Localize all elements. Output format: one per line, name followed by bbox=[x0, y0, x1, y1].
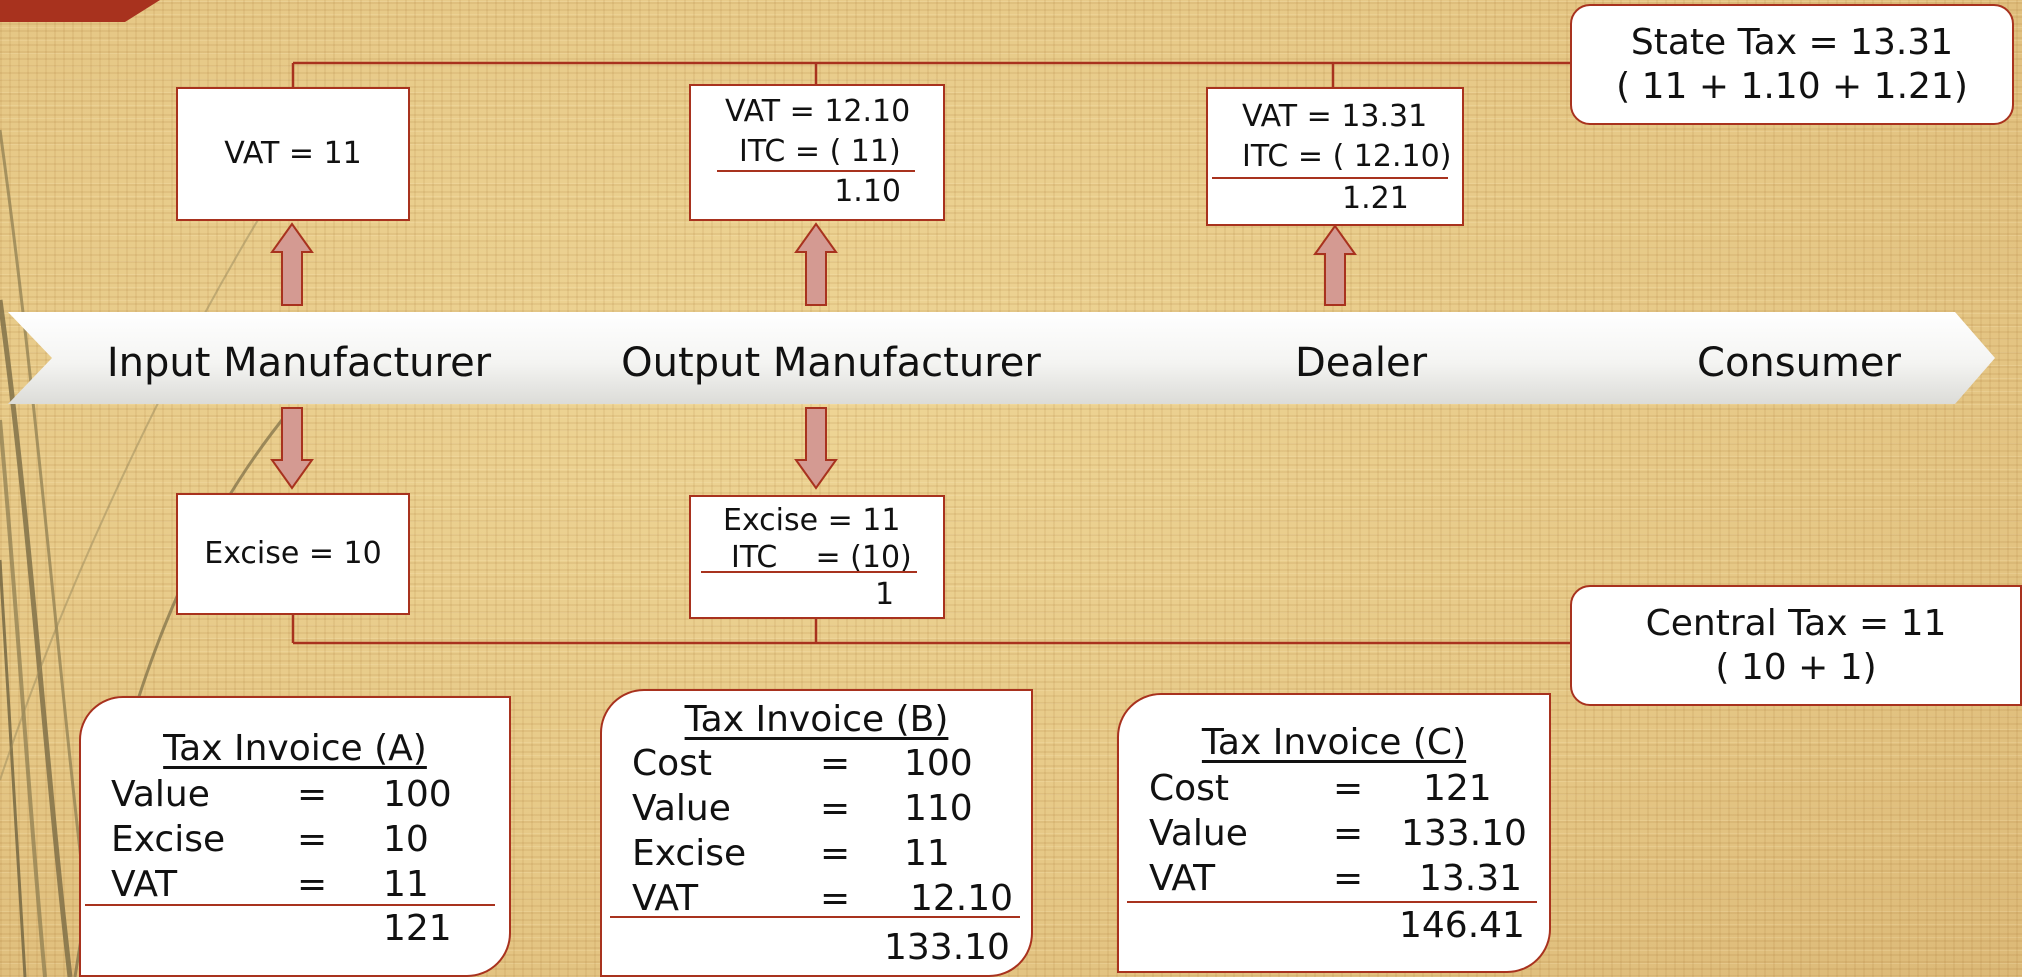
invoice-c-value: 13.31 bbox=[1419, 856, 1522, 901]
invoice-a-title: Tax Invoice (A) bbox=[81, 726, 509, 771]
down-arrow-output bbox=[796, 408, 836, 488]
vat-box-input: VAT = 11 bbox=[176, 87, 410, 221]
central-tax-total: Central Tax = 11 bbox=[1646, 602, 1947, 646]
invoice-a-label: Excise bbox=[111, 817, 225, 862]
invoice-c-title: Tax Invoice (C) bbox=[1119, 720, 1549, 765]
invoice-b-value: 100 bbox=[904, 741, 973, 786]
invoice-a-eq: = bbox=[297, 772, 327, 817]
tax-invoice-c: Tax Invoice (C) Cost = 121 Value = 133.1… bbox=[1117, 693, 1551, 973]
corner-accent bbox=[0, 0, 160, 22]
state-tax-total: State Tax = 13.31 bbox=[1631, 21, 1953, 65]
invoice-b-eq: = bbox=[820, 741, 850, 786]
invoice-c-eq: = bbox=[1333, 811, 1363, 856]
excise-output-rule bbox=[701, 571, 917, 573]
tax-invoice-a: Tax Invoice (A) Value = 100 Excise = 10 … bbox=[79, 696, 511, 977]
stage-input-manufacturer: Input Manufacturer bbox=[107, 340, 491, 386]
invoice-a-row: Excise = 10 bbox=[111, 817, 491, 862]
up-arrow-input bbox=[272, 224, 312, 305]
invoice-b-eq: = bbox=[820, 876, 850, 921]
invoice-c-value: 133.10 bbox=[1401, 811, 1527, 856]
stage-consumer: Consumer bbox=[1697, 340, 1901, 386]
vat-dealer-rule bbox=[1212, 177, 1448, 179]
vat-dealer-vat: VAT = 13.31 bbox=[1242, 99, 1427, 135]
vat-dealer-net: 1.21 bbox=[1342, 181, 1409, 217]
invoice-a-label: Value bbox=[111, 772, 210, 817]
down-arrows bbox=[272, 408, 836, 488]
central-tax-box: Central Tax = 11 ( 10 + 1) bbox=[1570, 585, 2022, 706]
central-tax-breakdown: ( 10 + 1) bbox=[1715, 646, 1876, 690]
invoice-c-label: Value bbox=[1149, 811, 1248, 856]
invoice-b-eq: = bbox=[820, 786, 850, 831]
vat-input-value: VAT = 11 bbox=[224, 136, 362, 172]
invoice-c-row: Value = 133.10 bbox=[1149, 811, 1539, 856]
invoice-c-row: Cost = 121 bbox=[1149, 766, 1539, 811]
up-arrows bbox=[272, 224, 1355, 305]
invoice-c-value: 121 bbox=[1423, 766, 1492, 811]
state-tax-box: State Tax = 13.31 ( 11 + 1.10 + 1.21) bbox=[1570, 4, 2014, 125]
excise-box-input: Excise = 10 bbox=[176, 493, 410, 615]
invoice-a-eq: = bbox=[297, 817, 327, 862]
invoice-b-row: Cost = 100 bbox=[632, 741, 1022, 786]
invoice-b-label: VAT bbox=[632, 876, 698, 921]
invoice-b-rule bbox=[610, 916, 1020, 918]
invoice-a-eq: = bbox=[297, 862, 327, 907]
invoice-a-total: 121 bbox=[383, 906, 452, 951]
state-tax-breakdown: ( 11 + 1.10 + 1.21) bbox=[1616, 65, 1968, 109]
vat-output-rule bbox=[717, 170, 915, 172]
tax-invoice-b: Tax Invoice (B) Cost = 100 Value = 110 E… bbox=[600, 689, 1033, 977]
up-arrow-output bbox=[796, 224, 836, 305]
invoice-b-label: Cost bbox=[632, 741, 712, 786]
invoice-b-row: Excise = 11 bbox=[632, 831, 1022, 876]
vat-output-itc: ITC = ( 11) bbox=[739, 134, 901, 170]
invoice-a-value: 10 bbox=[383, 817, 429, 862]
excise-box-output: Excise = 11 ITC = (10) 1 bbox=[689, 495, 945, 619]
invoice-b-label: Excise bbox=[632, 831, 746, 876]
invoice-b-value: 12.10 bbox=[910, 876, 1013, 921]
invoice-b-total: 133.10 bbox=[884, 925, 1010, 970]
invoice-c-row: VAT = 13.31 bbox=[1149, 856, 1539, 901]
invoice-b-value: 11 bbox=[904, 831, 950, 876]
invoice-a-label: VAT bbox=[111, 862, 177, 907]
excise-input-value: Excise = 10 bbox=[204, 536, 381, 572]
down-arrow-input bbox=[272, 408, 312, 488]
excise-output-excise: Excise = 11 bbox=[723, 503, 900, 539]
invoice-b-row: VAT = 12.10 bbox=[632, 876, 1022, 921]
excise-output-net: 1 bbox=[875, 577, 894, 613]
central-tax-connector bbox=[293, 615, 1572, 643]
invoice-b-eq: = bbox=[820, 831, 850, 876]
vat-box-dealer: VAT = 13.31 ITC = ( 12.10) 1.21 bbox=[1206, 87, 1464, 226]
stage-output-manufacturer: Output Manufacturer bbox=[621, 340, 1041, 386]
invoice-a-value: 11 bbox=[383, 862, 429, 907]
invoice-b-title: Tax Invoice (B) bbox=[602, 697, 1031, 742]
invoice-b-label: Value bbox=[632, 786, 731, 831]
invoice-a-value: 100 bbox=[383, 772, 452, 817]
invoice-c-label: VAT bbox=[1149, 856, 1215, 901]
vat-box-output: VAT = 12.10 ITC = ( 11) 1.10 bbox=[689, 84, 945, 221]
vat-dealer-itc: ITC = ( 12.10) bbox=[1242, 139, 1451, 175]
invoice-c-eq: = bbox=[1333, 766, 1363, 811]
invoice-c-eq: = bbox=[1333, 856, 1363, 901]
invoice-b-value: 110 bbox=[904, 786, 973, 831]
stage-dealer: Dealer bbox=[1295, 340, 1427, 386]
invoice-b-row: Value = 110 bbox=[632, 786, 1022, 831]
invoice-a-row: Value = 100 bbox=[111, 772, 491, 817]
invoice-c-label: Cost bbox=[1149, 766, 1229, 811]
vat-output-vat: VAT = 12.10 bbox=[725, 94, 910, 130]
vat-output-net: 1.10 bbox=[834, 174, 901, 210]
up-arrow-dealer bbox=[1315, 226, 1355, 305]
invoice-a-row: VAT = 11 bbox=[111, 862, 491, 907]
invoice-c-total: 146.41 bbox=[1399, 903, 1525, 948]
